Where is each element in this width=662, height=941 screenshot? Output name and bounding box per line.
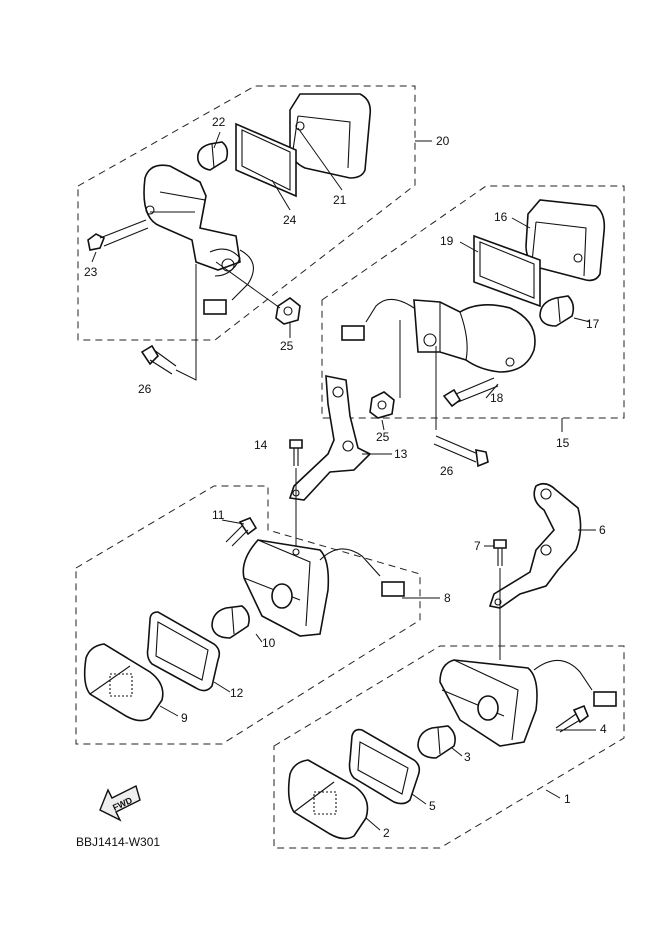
callout-16: 16 [494,210,508,224]
bolt-26-right [433,346,489,468]
callout-21: 21 [333,193,347,207]
callout-22: 22 [212,115,226,129]
callout-10: 10 [262,636,276,650]
screw-7 [493,539,507,566]
lens-9 [83,643,164,722]
bolt-4 [555,704,589,733]
callout-18: 18 [490,391,504,405]
nut-25-lower [369,391,395,419]
bracket-13 [288,375,372,501]
assembly-20-boundary [77,85,416,341]
callout-12: 12 [230,686,244,700]
callout-7: 7 [474,539,481,553]
callout-5: 5 [429,799,436,813]
callout-2: 2 [383,826,390,840]
callout-25-lower: 25 [376,430,390,444]
screw-11 [225,517,258,547]
flasher-housing-1 [439,659,617,747]
callout-6: 6 [599,523,606,537]
gasket-24 [235,122,297,198]
bolt-26-left [140,344,177,375]
callout-13: 13 [394,447,408,461]
flasher-housing-20 [143,164,254,315]
lens-9-texture [109,673,133,697]
callout-17: 17 [586,317,600,331]
callout-26-left: 26 [138,382,152,396]
bulb-10 [211,605,250,639]
flasher-housing-15 [341,298,536,373]
nut-25-upper [275,297,301,325]
bracket-6 [488,482,582,609]
callout-25-upper: 25 [280,339,294,353]
callout-8: 8 [444,591,451,605]
assembly-1-boundary [273,645,625,849]
fwd-arrow-icon: FWD [99,784,141,822]
callout-20: 20 [436,134,450,148]
callout-3: 3 [464,750,471,764]
callout-23: 23 [84,265,98,279]
callout-26-right: 26 [440,464,454,478]
callout-19: 19 [440,234,454,248]
gasket-12 [146,611,221,692]
callout-9: 9 [181,711,188,725]
assembly-15-boundary [321,185,625,419]
lens-2 [287,759,369,840]
callout-15: 15 [556,436,570,450]
assembly-8-boundary [75,485,421,745]
callout-14: 14 [254,438,268,452]
bulb-17 [539,295,575,327]
callout-11: 11 [212,508,225,522]
callout-1: 1 [564,792,571,806]
bulb-3 [417,725,456,759]
callout-4: 4 [600,722,607,736]
gasket-5 [348,728,421,805]
diagram-code: BBJ1414-W301 [76,835,160,849]
callout-24: 24 [283,213,297,227]
screw-14 [289,439,303,466]
bulb-22 [196,141,229,171]
flasher-housing-8 [242,539,405,637]
screw-23 [87,219,149,251]
bolt-18 [442,377,499,408]
lens-21 [289,93,372,179]
gasket-19 [473,234,541,308]
